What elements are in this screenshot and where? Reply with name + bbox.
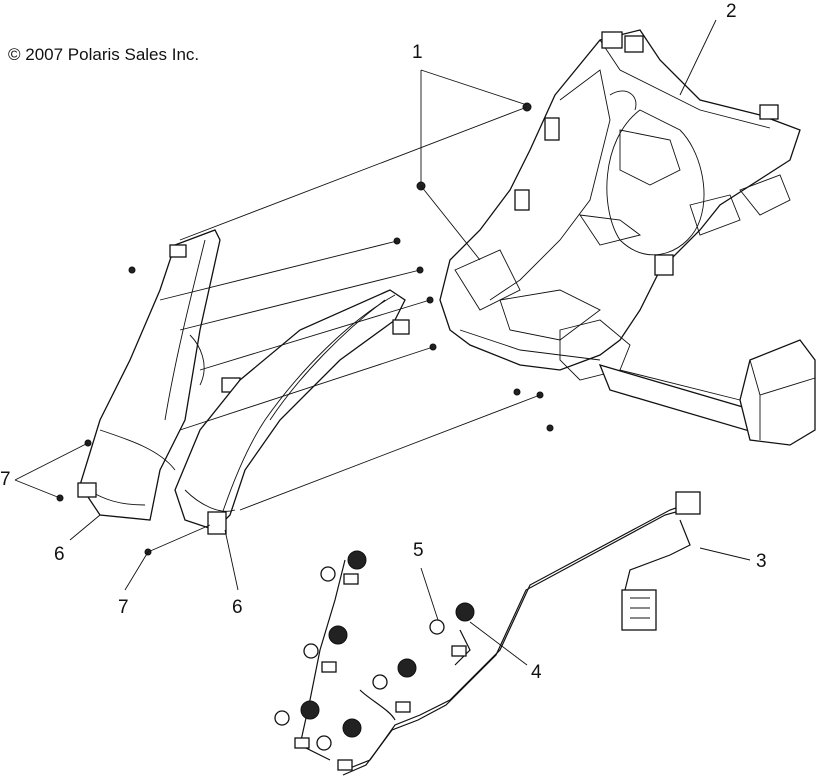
copyright-notice: © 2007 Polaris Sales Inc. bbox=[8, 45, 200, 64]
callout-6-left: 6 bbox=[54, 544, 65, 565]
bulb-sockets bbox=[274, 550, 475, 771]
callout-7-left: 7 bbox=[0, 469, 11, 490]
leader-lines bbox=[14, 19, 751, 666]
callout-4: 4 bbox=[531, 662, 542, 683]
callout-6-right: 6 bbox=[232, 597, 243, 618]
callout-3: 3 bbox=[756, 551, 767, 572]
right-taillight-housing bbox=[174, 289, 410, 535]
callout-7-bottom: 7 bbox=[118, 597, 129, 618]
wiring-harness bbox=[299, 491, 701, 776]
callout-5: 5 bbox=[413, 540, 424, 561]
callout-2: 2 bbox=[726, 1, 737, 22]
rear-frame-assembly bbox=[439, 29, 816, 446]
callout-1: 1 bbox=[412, 42, 423, 63]
fasteners bbox=[56, 102, 554, 556]
